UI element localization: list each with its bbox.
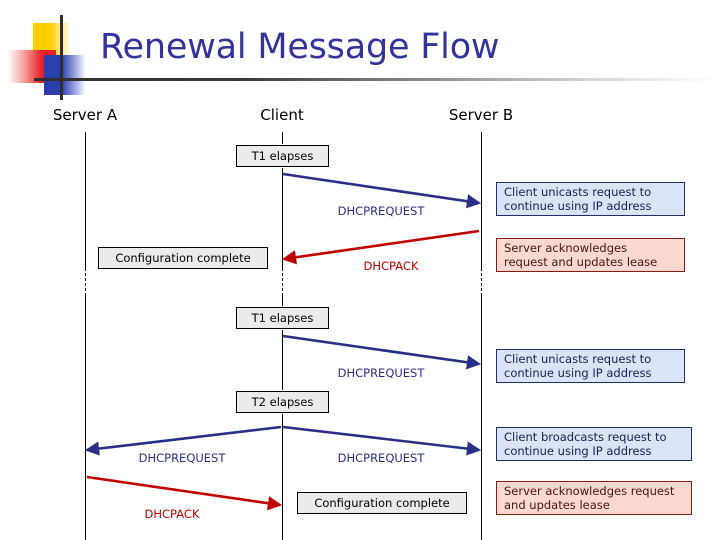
arrow-dhcprequest-2 (282, 334, 482, 370)
lifeline-label-server-a: Server A (52, 106, 118, 124)
lifeline-client-seg-5 (282, 414, 283, 540)
callout-line-1: Server acknowledges request (504, 484, 675, 498)
callout-server-acknowledges-2: Server acknowledges request and updates … (496, 481, 692, 515)
lifeline-client-seg-4 (282, 330, 283, 390)
label-dhcprequest-3b: DHCPREQUEST (337, 451, 425, 465)
lifeline-server-a-gap (85, 268, 86, 296)
callout-line-2: continue using IP address (504, 366, 652, 380)
label-dhcprequest-1: DHCPREQUEST (337, 204, 425, 218)
callout-line-2: continue using IP address (504, 199, 652, 213)
callout-line-2: and updates lease (504, 498, 610, 512)
lifeline-label-server-b: Server B (448, 106, 514, 124)
note-configuration-complete-second: Configuration complete (297, 492, 467, 514)
callout-line-1: Client broadcasts request to (504, 430, 667, 444)
label-dhcpack-1: DHCPACK (363, 259, 419, 273)
arrow-dhcprequest-3a (84, 425, 282, 456)
arrow-dhcpack-2 (86, 475, 283, 511)
decoration-horizontal-rule (34, 78, 720, 81)
lifeline-client-seg-2 (282, 168, 283, 268)
page-title: Renewal Message Flow (100, 27, 500, 67)
lifeline-server-a-upper (85, 132, 86, 268)
callout-line-2: continue using IP address (504, 444, 652, 458)
lifeline-client-seg-3 (282, 296, 283, 306)
lifeline-client-gap (282, 268, 283, 296)
label-dhcprequest-2: DHCPREQUEST (337, 366, 425, 380)
lifeline-label-client: Client (260, 106, 304, 124)
callout-line-1: Client unicasts request to (504, 185, 652, 199)
lifeline-server-b-upper (481, 132, 482, 268)
label-dhcpack-2: DHCPACK (144, 507, 200, 521)
callout-client-unicasts-1: Client unicasts request to continue usin… (496, 182, 685, 216)
callout-line-1: Server acknowledges (504, 241, 628, 255)
callout-server-acknowledges-1: Server acknowledges request and updates … (496, 238, 685, 272)
arrow-dhcprequest-3b (282, 425, 482, 456)
callout-client-broadcasts: Client broadcasts request to continue us… (496, 427, 692, 461)
arrow-dhcprequest-1 (282, 172, 482, 209)
callout-client-unicasts-2: Client unicasts request to continue usin… (496, 349, 685, 383)
lifeline-server-b-gap (481, 268, 482, 296)
callout-line-2: request and updates lease (504, 255, 658, 269)
note-t2-elapses: T2 elapses (236, 391, 329, 413)
callout-line-1: Client unicasts request to (504, 352, 652, 366)
note-t1-elapses-first: T1 elapses (236, 145, 329, 167)
arrow-dhcpack-1 (281, 229, 480, 265)
lifeline-client-seg-1 (282, 132, 283, 144)
note-configuration-complete-first: Configuration complete (98, 247, 268, 269)
label-dhcprequest-3a: DHCPREQUEST (138, 451, 226, 465)
lifeline-server-b-lower (481, 296, 482, 540)
note-t1-elapses-second: T1 elapses (236, 307, 329, 329)
lifeline-server-a-lower (85, 296, 86, 540)
